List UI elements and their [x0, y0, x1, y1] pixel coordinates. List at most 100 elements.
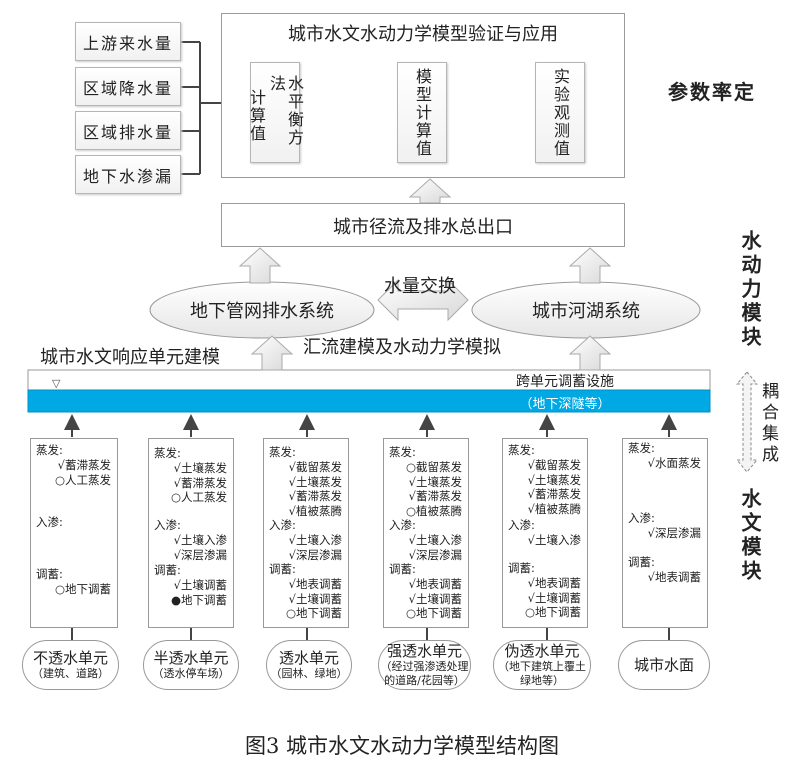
process-item: √蓄滞蒸发 [288, 489, 342, 504]
process-item: ○地下调蓄 [405, 606, 462, 621]
hydrodynamic-module-label: 水动力模块 [738, 230, 762, 350]
river-lake-label: 城市河湖系统 [532, 301, 640, 322]
outlet-label: 城市径流及排水总出口 [333, 217, 513, 238]
observed-value-box: 实验观测值 [535, 62, 585, 163]
coupling-double-arrow [735, 371, 759, 473]
process-item: √深层渗漏 [288, 547, 342, 562]
unit-title: 透水单元 [278, 649, 339, 667]
process-item: √土壤蒸发 [288, 474, 342, 489]
process-item: √土壤调蓄 [408, 591, 462, 606]
input-box: 上游来水量 [75, 22, 181, 61]
process-item: ○地下调蓄 [524, 605, 581, 620]
river-to-outlet-arrow [568, 247, 612, 284]
process-item: √深层渗漏 [408, 547, 462, 562]
unit-process-box: 蒸发:√水面蒸发入渗:√深层渗漏调蓄:√地表调蓄 [622, 438, 708, 628]
unit-process-box: 蒸发:√截留蒸发√土壤蒸发√蓄滞蒸发√植被蒸腾入渗:√土壤入渗√深层渗漏调蓄:√… [263, 438, 349, 628]
unit-title: 伪透水单元 [504, 642, 580, 660]
unit-type-node: 城市水面 [618, 640, 710, 690]
unit-subtitle: 的道路/花园等） [384, 674, 465, 687]
unit-process-box: 蒸发:√蓄滞蒸发○人工蒸发入渗:调蓄:○地下调蓄 [30, 438, 118, 628]
unit-type-node: 强透水单元（经过强渗透处理的道路/花园等） [378, 640, 471, 690]
process-item: ○人工蒸发 [170, 490, 227, 505]
process-section-label: 蒸发: [154, 446, 181, 460]
process-item: √蓄滞蒸发 [173, 475, 227, 490]
water-balance-text-2: 计算值 [247, 89, 266, 143]
process-item: √地表调蓄 [527, 575, 581, 590]
unit-subtitle: （地下建筑上覆土 [498, 660, 586, 673]
process-section-label: 调蓄: [36, 567, 63, 581]
process-item: √地表调蓄 [408, 576, 462, 591]
process-item: √截留蒸发 [527, 457, 581, 472]
process-item: √水面蒸发 [647, 455, 701, 470]
process-item: √地表调蓄 [288, 576, 342, 591]
process-section-label: 调蓄: [628, 555, 655, 569]
param-calibration-label: 参数率定 [668, 80, 756, 104]
outlet-box [221, 203, 625, 247]
process-item: √深层渗漏 [173, 547, 227, 562]
process-section-label: 蒸发: [389, 445, 416, 459]
input-label: 上游来水量 [82, 33, 173, 53]
process-section-label: 调蓄: [154, 563, 181, 577]
figure-caption: 图3 城市水文水动力学模型结构图 [244, 734, 560, 758]
observed-value-text: 实验观测值 [551, 67, 570, 158]
bar-to-river-arrow [568, 335, 612, 371]
model-value-box: 模型计算值 [397, 62, 447, 163]
process-item: √植被蒸腾 [527, 502, 581, 517]
process-section-label: 入渗: [389, 518, 416, 532]
facility-sub-label: （地下深隧等） [519, 397, 611, 412]
process-item: √截留蒸发 [288, 459, 342, 474]
input-box: 区域排水量 [75, 111, 181, 150]
unit-type-node: 不透水单元（建筑、道路） [22, 640, 119, 690]
process-item: √土壤蒸发 [527, 472, 581, 487]
process-section-label: 入渗: [269, 518, 296, 532]
validation-title: 城市水文水动力学模型验证与应用 [288, 24, 558, 45]
unit-subtitle: 绿地等） [520, 674, 564, 687]
process-item: ○植被蒸腾 [405, 504, 462, 519]
unit-process-box: 蒸发:√截留蒸发√土壤蒸发√蓄滞蒸发√植被蒸腾入渗:√土壤入渗调蓄:√地表调蓄√… [502, 438, 588, 628]
bar-to-pipe-arrow [250, 335, 294, 371]
process-section-label: 蒸发: [269, 445, 296, 459]
coupling-label: 耦合集成 [758, 382, 778, 466]
process-item: √土壤蒸发 [408, 474, 462, 489]
process-item: √蓄滞蒸发 [527, 487, 581, 502]
process-section-label: 蒸发: [628, 441, 655, 455]
process-item: √深层渗漏 [647, 525, 701, 540]
unit-process-box: 蒸发:○截留蒸发√土壤蒸发√蓄滞蒸发○植被蒸腾入渗:√土壤入渗√深层渗漏调蓄:√… [383, 438, 469, 628]
input-box: 区域降水量 [75, 67, 181, 106]
process-item: ○截留蒸发 [405, 459, 462, 474]
process-item: √土壤蒸发 [173, 460, 227, 475]
process-item: ●地下调蓄 [170, 592, 227, 607]
process-section-label: 入渗: [628, 511, 655, 525]
model-value-text: 模型计算值 [413, 67, 432, 158]
process-section-label: 蒸发: [36, 443, 63, 457]
process-item: √土壤调蓄 [527, 590, 581, 605]
water-exchange-label: 水量交换 [384, 276, 456, 297]
process-item: √蓄滞蒸发 [57, 457, 111, 472]
unit-title: 不透水单元 [32, 649, 108, 667]
unit-subtitle: （经过强渗透处理 [380, 660, 469, 673]
facility-label: 跨单元调蓄设施 [516, 374, 614, 390]
unit-process-box: 蒸发:√土壤蒸发√蓄滞蒸发○人工蒸发入渗:√土壤入渗√深层渗漏调蓄:√土壤调蓄●… [148, 438, 234, 628]
process-section-label: 入渗: [154, 518, 181, 532]
outlet-to-validation-arrow [408, 178, 452, 204]
process-section-label: 调蓄: [269, 562, 296, 576]
water-level-icon: ▽ [52, 377, 61, 390]
water-exchange-double-arrow [377, 278, 469, 322]
unit-subtitle: （透水停车场） [152, 667, 230, 680]
input-label: 地下水渗漏 [82, 166, 173, 186]
hydrology-module-label: 水文模块 [738, 488, 762, 584]
process-section-label: 调蓄: [508, 561, 535, 575]
process-item: ○地下调蓄 [285, 606, 342, 621]
process-item: √土壤入渗 [408, 532, 462, 547]
unit-subtitle: （园林、绿地） [270, 667, 348, 680]
process-item: √土壤调蓄 [173, 577, 227, 592]
water-balance-text-1: 水平衡方法 [267, 75, 304, 147]
process-item: ○地下调蓄 [54, 581, 111, 596]
confluence-label: 汇流建模及水动力学模拟 [303, 337, 501, 358]
unit-type-node: 透水单元（园林、绿地） [266, 640, 352, 690]
process-section-label: 蒸发: [508, 443, 535, 457]
unit-type-node: 半透水单元（透水停车场） [143, 640, 239, 690]
process-section-label: 调蓄: [389, 562, 416, 576]
